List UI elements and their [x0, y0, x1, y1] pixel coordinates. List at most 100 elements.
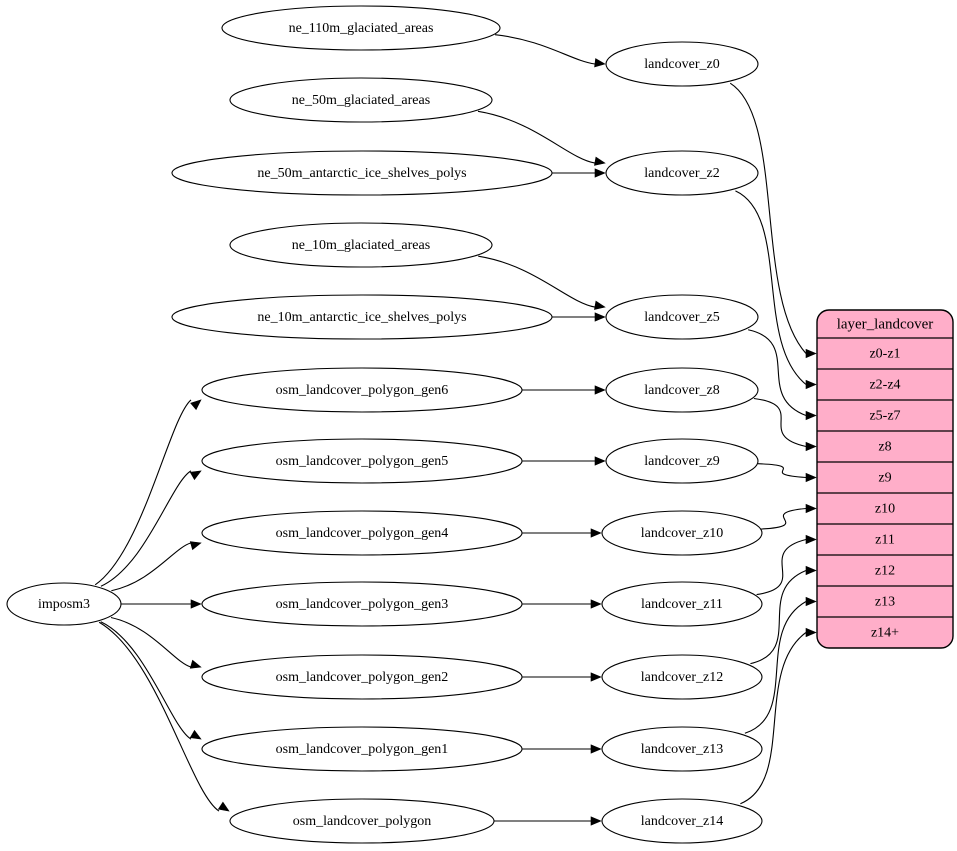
node-shape-ellipse — [201, 438, 523, 484]
osm-node-osm_landcover_polygon_gen3[interactable]: osm_landcover_polygon_gen3 — [201, 581, 523, 627]
node-shape-ellipse — [6, 582, 122, 626]
edge-arrowhead — [805, 596, 817, 607]
landcover-node-landcover_z11[interactable]: landcover_z11 — [601, 581, 763, 627]
edge-arrowhead — [805, 441, 817, 452]
node-shape-ellipse — [171, 294, 553, 340]
landcover-node-landcover_z12[interactable]: landcover_z12 — [601, 654, 763, 700]
edge-landcover_z11-to-z11 — [756, 534, 817, 596]
edge-line — [477, 110, 596, 164]
edge-arrowhead — [594, 300, 606, 310]
ne-node-ne_50m_glaciated_areas[interactable]: ne_50m_glaciated_areas — [229, 77, 493, 123]
edge-arrowhead — [189, 659, 202, 669]
edge-ne_50m_antarctic_ice_shelves_polys-to-landcover_z2 — [552, 168, 606, 178]
node-label: landcover_z5 — [644, 310, 719, 325]
table-outline — [816, 309, 954, 649]
edge-arrowhead — [805, 348, 817, 359]
osm-node-osm_landcover_polygon[interactable]: osm_landcover_polygon — [229, 798, 495, 844]
edge-landcover_z5-to-z5-z7 — [748, 329, 817, 421]
edge-arrowhead — [594, 385, 606, 395]
source-node-imposm3[interactable]: imposm3 — [6, 582, 122, 626]
node-label: ne_50m_antarctic_ice_shelves_polys — [257, 166, 466, 181]
node-shape-ellipse — [601, 726, 763, 772]
edge-line — [756, 538, 807, 596]
landcover-node-landcover_z5[interactable]: landcover_z5 — [605, 294, 759, 340]
edge-line — [757, 463, 807, 479]
landcover-node-landcover_z8[interactable]: landcover_z8 — [605, 367, 759, 413]
edge-arrowhead — [594, 58, 606, 68]
table-row-label: z10 — [875, 502, 895, 517]
table-row-cell — [817, 462, 953, 493]
edge-line — [740, 632, 807, 805]
landcover-node-landcover_z2[interactable]: landcover_z2 — [605, 150, 759, 196]
ne-node-ne_50m_antarctic_ice_shelves_polys[interactable]: ne_50m_antarctic_ice_shelves_polys — [171, 150, 553, 196]
table-row-label: z11 — [875, 533, 895, 548]
osm-node-osm_landcover_polygon_gen2[interactable]: osm_landcover_polygon_gen2 — [201, 654, 523, 700]
table-row-label: z13 — [875, 595, 895, 610]
edge-arrowhead — [594, 456, 606, 466]
landcover-node-landcover_z13[interactable]: landcover_z13 — [601, 726, 763, 772]
edge-layer — [94, 34, 817, 826]
landcover-node-landcover_z9[interactable]: landcover_z9 — [605, 438, 759, 484]
node-shape-ellipse — [229, 222, 493, 268]
layer-landcover-table: layer_landcoverz0-z1z2-z4z5-z7z8z9z10z11… — [816, 309, 954, 649]
ne-node-ne_10m_glaciated_areas[interactable]: ne_10m_glaciated_areas — [229, 222, 493, 268]
edge-imposm3-to-osm_landcover_polygon_gen5 — [100, 470, 202, 587]
node-label: ne_10m_glaciated_areas — [292, 238, 430, 253]
edge-osm_landcover_polygon_gen6-to-landcover_z8 — [522, 385, 606, 395]
edge-arrowhead — [805, 472, 817, 483]
edge-landcover_z8-to-z8 — [753, 397, 817, 452]
ne-node-ne_10m_antarctic_ice_shelves_polys[interactable]: ne_10m_antarctic_ice_shelves_polys — [171, 294, 553, 340]
edge-line — [761, 507, 807, 530]
edge-line — [110, 616, 192, 668]
table-row-label: z9 — [878, 471, 891, 486]
edge-arrowhead — [590, 528, 602, 538]
node-label: osm_landcover_polygon_gen3 — [276, 597, 449, 612]
edge-line — [750, 569, 807, 665]
node-label: ne_110m_glaciated_areas — [289, 21, 434, 36]
edge-imposm3-to-osm_landcover_polygon_gen4 — [111, 541, 202, 592]
table-row-label: z8 — [878, 440, 891, 455]
edge-arrowhead — [590, 672, 602, 682]
edge-arrowhead — [805, 410, 817, 421]
edge-arrowhead — [594, 156, 606, 166]
edge-line — [729, 82, 807, 354]
node-shape-ellipse — [229, 77, 493, 123]
edge-ne_50m_glaciated_areas-to-landcover_z2 — [477, 110, 606, 166]
node-shape-ellipse — [605, 367, 759, 413]
table-body: layer_landcoverz0-z1z2-z4z5-z7z8z9z10z11… — [817, 310, 953, 648]
landcover-node-landcover_z0[interactable]: landcover_z0 — [605, 41, 759, 87]
osm-node-osm_landcover_polygon_gen5[interactable]: osm_landcover_polygon_gen5 — [201, 438, 523, 484]
edge-osm_landcover_polygon_gen5-to-landcover_z9 — [522, 456, 606, 466]
table-row-cell — [817, 400, 953, 431]
table-row-label: z14+ — [871, 626, 899, 641]
table-row-cell — [817, 524, 953, 555]
edge-imposm3-to-osm_landcover_polygon — [98, 621, 230, 812]
edge-osm_landcover_polygon_gen4-to-landcover_z10 — [522, 528, 602, 538]
edge-line — [494, 34, 596, 65]
table-header-cell — [817, 310, 953, 338]
landcover-node-landcover_z10[interactable]: landcover_z10 — [601, 510, 763, 556]
edge-arrowhead — [590, 599, 602, 609]
edge-arrowhead — [190, 599, 202, 609]
edge-line — [111, 542, 192, 592]
edge-landcover_z2-to-z2-z4 — [735, 190, 817, 390]
landcover-node-landcover_z14[interactable]: landcover_z14 — [601, 798, 763, 844]
osm-node-osm_landcover_polygon_gen4[interactable]: osm_landcover_polygon_gen4 — [201, 510, 523, 556]
edge-arrowhead — [217, 801, 230, 812]
node-label: ne_50m_glaciated_areas — [292, 93, 430, 108]
osm-node-osm_landcover_polygon_gen1[interactable]: osm_landcover_polygon_gen1 — [201, 726, 523, 772]
node-layer: imposm3 ne_110m_glaciated_areas ne_50m_gla… — [6, 5, 763, 844]
node-shape-ellipse — [605, 294, 759, 340]
table-row-cell — [817, 493, 953, 524]
table-row-cell — [817, 338, 953, 369]
table-row-label: z5-z7 — [869, 409, 900, 424]
ne-node-ne_110m_glaciated_areas[interactable]: ne_110m_glaciated_areas — [221, 5, 501, 51]
table-header-label: layer_landcover — [837, 316, 934, 332]
osm-node-osm_landcover_polygon_gen6[interactable]: osm_landcover_polygon_gen6 — [201, 367, 523, 413]
node-shape-ellipse — [201, 367, 523, 413]
node-shape-ellipse — [201, 654, 523, 700]
edge-arrowhead — [190, 399, 202, 411]
edge-arrowhead — [590, 744, 602, 754]
edge-arrowhead — [805, 379, 817, 390]
node-label: osm_landcover_polygon_gen4 — [276, 526, 449, 541]
